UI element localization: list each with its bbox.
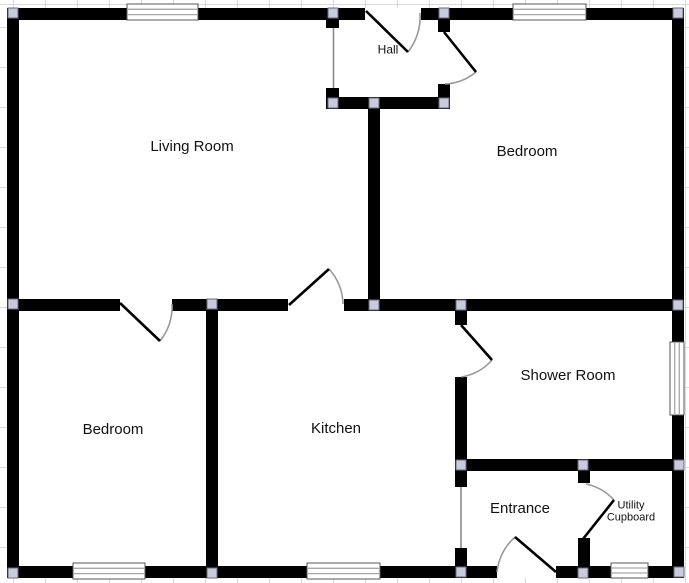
door-livingroom-bedroom[interactable] bbox=[119, 302, 173, 342]
selection-handle[interactable] bbox=[327, 7, 339, 19]
wall-middle-right[interactable] bbox=[344, 299, 684, 311]
door-leaf bbox=[581, 499, 616, 540]
selection-handle[interactable] bbox=[455, 299, 467, 311]
selection-handle[interactable] bbox=[455, 459, 467, 471]
door-swing-arc bbox=[460, 359, 493, 378]
selection-handle[interactable] bbox=[7, 7, 19, 19]
selection-handle[interactable] bbox=[7, 567, 19, 579]
wall-entrance-left-top-stub[interactable] bbox=[455, 471, 467, 487]
selection-handle[interactable] bbox=[438, 7, 450, 19]
door-front-hall[interactable] bbox=[365, 10, 421, 53]
door-swing-arc bbox=[496, 536, 516, 573]
wall-middle-left[interactable] bbox=[7, 299, 120, 311]
door-leaf bbox=[442, 31, 478, 73]
selection-handle[interactable] bbox=[206, 298, 218, 310]
selection-handle[interactable] bbox=[672, 7, 684, 19]
wall-entrance-left-bottom-stub[interactable] bbox=[455, 548, 467, 566]
selection-handle[interactable] bbox=[368, 299, 380, 311]
wall-hall-right-bottom-stub[interactable] bbox=[438, 84, 450, 97]
door-swing-arc bbox=[585, 483, 615, 501]
window-top-bedroom[interactable] bbox=[512, 3, 587, 21]
room-label-kitchen[interactable]: Kitchen bbox=[310, 419, 362, 437]
wall-utility-top-stub[interactable] bbox=[578, 471, 590, 483]
door-entrance-front[interactable] bbox=[496, 536, 557, 573]
door-swing-arc bbox=[444, 71, 477, 85]
selection-handle[interactable] bbox=[327, 97, 339, 109]
plan-interior bbox=[7, 8, 684, 578]
door-leaf bbox=[119, 302, 161, 342]
window-bottom-bedroom[interactable] bbox=[72, 562, 146, 580]
door-swing-arc bbox=[407, 12, 421, 53]
window-top-livingroom[interactable] bbox=[126, 3, 199, 21]
wall-hall-bottom[interactable] bbox=[326, 97, 450, 109]
selection-handle[interactable] bbox=[577, 459, 589, 471]
room-label-bedroom-bottom[interactable]: Bedroom bbox=[82, 420, 144, 438]
door-kitchen-shower[interactable] bbox=[460, 324, 493, 378]
room-label-hall[interactable]: Hall bbox=[377, 42, 399, 57]
wall-hall-right-top-stub[interactable] bbox=[438, 20, 450, 32]
room-label-utility-cupboard[interactable]: Utility Cupboard bbox=[607, 500, 655, 523]
door-leaf bbox=[514, 536, 557, 573]
room-label-bedroom-top[interactable]: Bedroom bbox=[496, 142, 558, 160]
wall-outer-left[interactable] bbox=[7, 8, 19, 578]
wall-shower-left-top-stub[interactable] bbox=[455, 311, 467, 325]
selection-handle[interactable] bbox=[673, 459, 685, 471]
window-right-shower[interactable] bbox=[669, 341, 685, 416]
wall-entrance-top[interactable] bbox=[455, 459, 684, 471]
selection-handle[interactable] bbox=[438, 97, 450, 109]
door-entrance-utility[interactable] bbox=[581, 483, 616, 540]
selection-handle[interactable] bbox=[7, 298, 19, 310]
door-swing-arc bbox=[328, 268, 344, 305]
door-leaf bbox=[460, 324, 493, 361]
selection-handle[interactable] bbox=[368, 97, 380, 109]
room-label-entrance[interactable]: Entrance bbox=[489, 499, 551, 517]
wall-bedroom-kitchen[interactable] bbox=[206, 299, 218, 566]
wall-livingroom-bedroom[interactable] bbox=[368, 109, 380, 299]
wall-outer-right[interactable] bbox=[672, 8, 684, 578]
selection-handle[interactable] bbox=[672, 299, 684, 311]
room-label-living-room[interactable]: Living Room bbox=[150, 137, 234, 155]
utility-label-line2: Cupboard bbox=[606, 511, 656, 523]
room-label-shower-room[interactable]: Shower Room bbox=[520, 366, 616, 384]
wall-shower-left[interactable] bbox=[455, 377, 467, 459]
wall-middle-center[interactable] bbox=[172, 299, 288, 311]
utility-label-line1: Utility bbox=[617, 499, 645, 512]
window-bottom-utility[interactable] bbox=[610, 562, 649, 579]
window-bottom-kitchen[interactable] bbox=[306, 562, 381, 580]
door-leaf bbox=[288, 268, 330, 306]
door-swing-arc bbox=[159, 303, 173, 342]
door-hall-bedroom[interactable] bbox=[442, 31, 478, 85]
selection-handle[interactable] bbox=[673, 566, 685, 578]
selection-handle[interactable] bbox=[455, 566, 467, 578]
door-leaf bbox=[365, 10, 409, 53]
wall-utility-bottom[interactable] bbox=[578, 538, 590, 566]
selection-handle[interactable] bbox=[577, 567, 589, 579]
selection-handle[interactable] bbox=[206, 567, 218, 579]
door-livingroom-kitchen[interactable] bbox=[288, 268, 344, 306]
